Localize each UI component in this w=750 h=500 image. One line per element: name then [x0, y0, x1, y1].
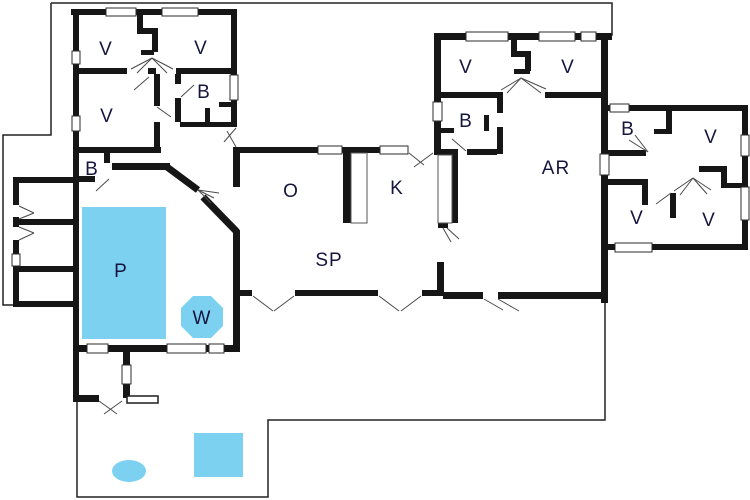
room-label-bedroom-ne-right: V: [561, 57, 575, 78]
chimney-k-ar: [437, 154, 453, 224]
room-label-bath-east: B: [621, 119, 635, 140]
room-labels: V V V B B O K SP V V B AR B V V V P W: [85, 38, 718, 329]
room-label-dining: O: [283, 181, 299, 202]
room-label-bedroom-east-bl: V: [630, 208, 644, 229]
walls: [13, 9, 748, 402]
entry-step: [126, 395, 159, 404]
room-label-bedroom-nw-left: V: [99, 39, 113, 60]
room-label-bedroom-nw-mid: V: [100, 106, 114, 127]
room-label-bedroom-east-top: V: [704, 127, 718, 148]
room-label-family-room: AR: [542, 158, 570, 179]
room-label-kitchen: K: [390, 178, 404, 199]
room-label-bath-nw: B: [197, 82, 211, 103]
water-features: [82, 207, 243, 482]
door-swings: [18, 57, 712, 415]
room-label-bedroom-east-br: V: [702, 210, 716, 231]
room-label-pool: P: [114, 261, 128, 282]
swimming-pool: [82, 207, 166, 339]
room-label-bath-poolhall: B: [85, 159, 99, 180]
whirlpool-octagon: [181, 296, 223, 338]
fixtures: [126, 152, 453, 404]
windows: [11, 7, 750, 385]
room-label-bedroom-nw-right: V: [194, 38, 208, 59]
chimney-o-k: [350, 152, 368, 224]
terrace-spa: [194, 433, 243, 477]
terrace-pond: [112, 460, 146, 482]
room-label-whirlpool: W: [193, 308, 212, 329]
room-label-bedroom-ne-left: V: [459, 57, 473, 78]
room-label-living: SP: [315, 250, 342, 271]
room-label-bath-ne: B: [459, 111, 473, 132]
